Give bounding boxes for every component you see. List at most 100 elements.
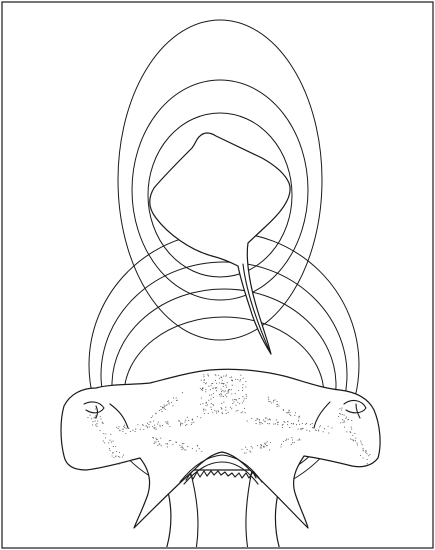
- ampulla-pore: [211, 409, 212, 410]
- ampulla-pore: [205, 391, 206, 392]
- ampulla-pore: [221, 391, 222, 392]
- ampulla-pore: [288, 439, 289, 440]
- ampulla-pore: [283, 441, 284, 442]
- ampulla-pore: [163, 407, 164, 408]
- ampulla-pore: [157, 424, 158, 425]
- ampulla-pore: [92, 424, 93, 425]
- ampulla-pore: [228, 412, 229, 413]
- ampulla-pore: [355, 440, 356, 441]
- ampulla-pore: [232, 380, 233, 381]
- ampulla-pore: [228, 392, 229, 393]
- ampulla-pore: [201, 389, 202, 390]
- ampulla-pore: [232, 385, 233, 386]
- ampulla-pore: [342, 422, 343, 423]
- ampulla-pore: [353, 440, 354, 441]
- ampulla-pore: [213, 393, 214, 394]
- ampulla-pore: [162, 411, 163, 412]
- ampulla-pore: [270, 401, 271, 402]
- ampulla-pore: [221, 408, 222, 409]
- ampulla-pore: [313, 428, 314, 429]
- ampulla-pore: [243, 401, 244, 402]
- ampulla-pore: [260, 444, 261, 445]
- ampulla-pore: [244, 452, 245, 453]
- ampulla-pore: [246, 398, 247, 399]
- ampulla-pore: [150, 421, 151, 422]
- ampulla-pore: [118, 464, 119, 465]
- ampulla-pore: [263, 446, 264, 447]
- ampulla-pore: [363, 448, 364, 449]
- ampulla-pore: [87, 417, 88, 418]
- ampulla-pore: [126, 428, 127, 429]
- ampulla-pore: [223, 383, 224, 384]
- ampulla-pore: [213, 388, 214, 389]
- ampulla-pore: [212, 404, 213, 405]
- ampulla-pore: [269, 449, 270, 450]
- ampulla-pore: [259, 424, 260, 425]
- ampulla-pore: [289, 410, 290, 411]
- ampulla-pore: [118, 426, 119, 427]
- ampulla-pore: [176, 397, 177, 398]
- ampulla-pore: [357, 445, 358, 446]
- ampulla-pore: [200, 417, 201, 418]
- ampulla-pore: [294, 415, 295, 416]
- ampulla-pore: [246, 394, 247, 395]
- ampulla-pore: [292, 442, 293, 443]
- ampulla-pore: [290, 415, 291, 416]
- ampulla-pore: [230, 407, 231, 408]
- ampulla-pore: [225, 410, 226, 411]
- ampulla-pore: [281, 444, 282, 445]
- ampulla-pore: [366, 451, 367, 452]
- ampulla-pore: [160, 426, 161, 427]
- ampulla-pore: [165, 421, 166, 422]
- ampulla-pore: [284, 422, 285, 423]
- ampulla-pore: [344, 420, 345, 421]
- ampulla-pore: [122, 429, 123, 430]
- ampulla-pore: [197, 445, 198, 446]
- ampulla-pore: [187, 446, 188, 447]
- ampulla-pore: [266, 417, 267, 418]
- ampulla-pore: [286, 439, 287, 440]
- ampulla-pore: [176, 442, 177, 443]
- ampulla-pore: [202, 403, 203, 404]
- ampulla-pore: [164, 406, 165, 407]
- ampulla-pore: [360, 455, 361, 456]
- ampulla-pore: [159, 410, 160, 411]
- ampulla-pore: [342, 414, 343, 415]
- ampulla-pore: [341, 408, 342, 409]
- ampulla-pore: [220, 395, 221, 396]
- ampulla-pore: [201, 380, 202, 381]
- ampulla-pore: [115, 446, 116, 447]
- ampulla-pore: [103, 441, 104, 442]
- ampulla-pore: [154, 441, 155, 442]
- ampulla-pore: [208, 375, 209, 376]
- ampulla-pore: [151, 417, 152, 418]
- ampulla-pore: [108, 442, 109, 443]
- ampulla-pore: [367, 463, 368, 464]
- ampulla-pore: [181, 423, 182, 424]
- ampulla-pore: [312, 423, 313, 424]
- ampulla-pore: [172, 444, 173, 445]
- ampulla-pore: [234, 399, 235, 400]
- ampulla-pore: [276, 404, 277, 405]
- ampulla-pore: [222, 390, 223, 391]
- ampulla-pore: [167, 446, 168, 447]
- ampulla-pore: [140, 429, 141, 430]
- ampulla-pore: [318, 430, 319, 431]
- ampulla-pore: [282, 427, 283, 428]
- ampulla-pore: [97, 421, 98, 422]
- ampulla-pore: [164, 405, 165, 406]
- ampulla-pore: [236, 410, 237, 411]
- ampulla-pore: [312, 427, 313, 428]
- ampulla-pore: [256, 423, 257, 424]
- ampulla-pore: [344, 415, 345, 416]
- ampulla-pore: [328, 433, 329, 434]
- ampulla-pore: [235, 393, 236, 394]
- ampulla-pore: [352, 435, 353, 436]
- ampulla-pore: [206, 402, 207, 403]
- ampulla-pore: [305, 424, 306, 425]
- ampulla-pore: [143, 429, 144, 430]
- ampulla-pore: [192, 419, 193, 420]
- ampulla-pore: [191, 422, 192, 423]
- ampulla-pore: [239, 403, 240, 404]
- ampulla-pore: [171, 402, 172, 403]
